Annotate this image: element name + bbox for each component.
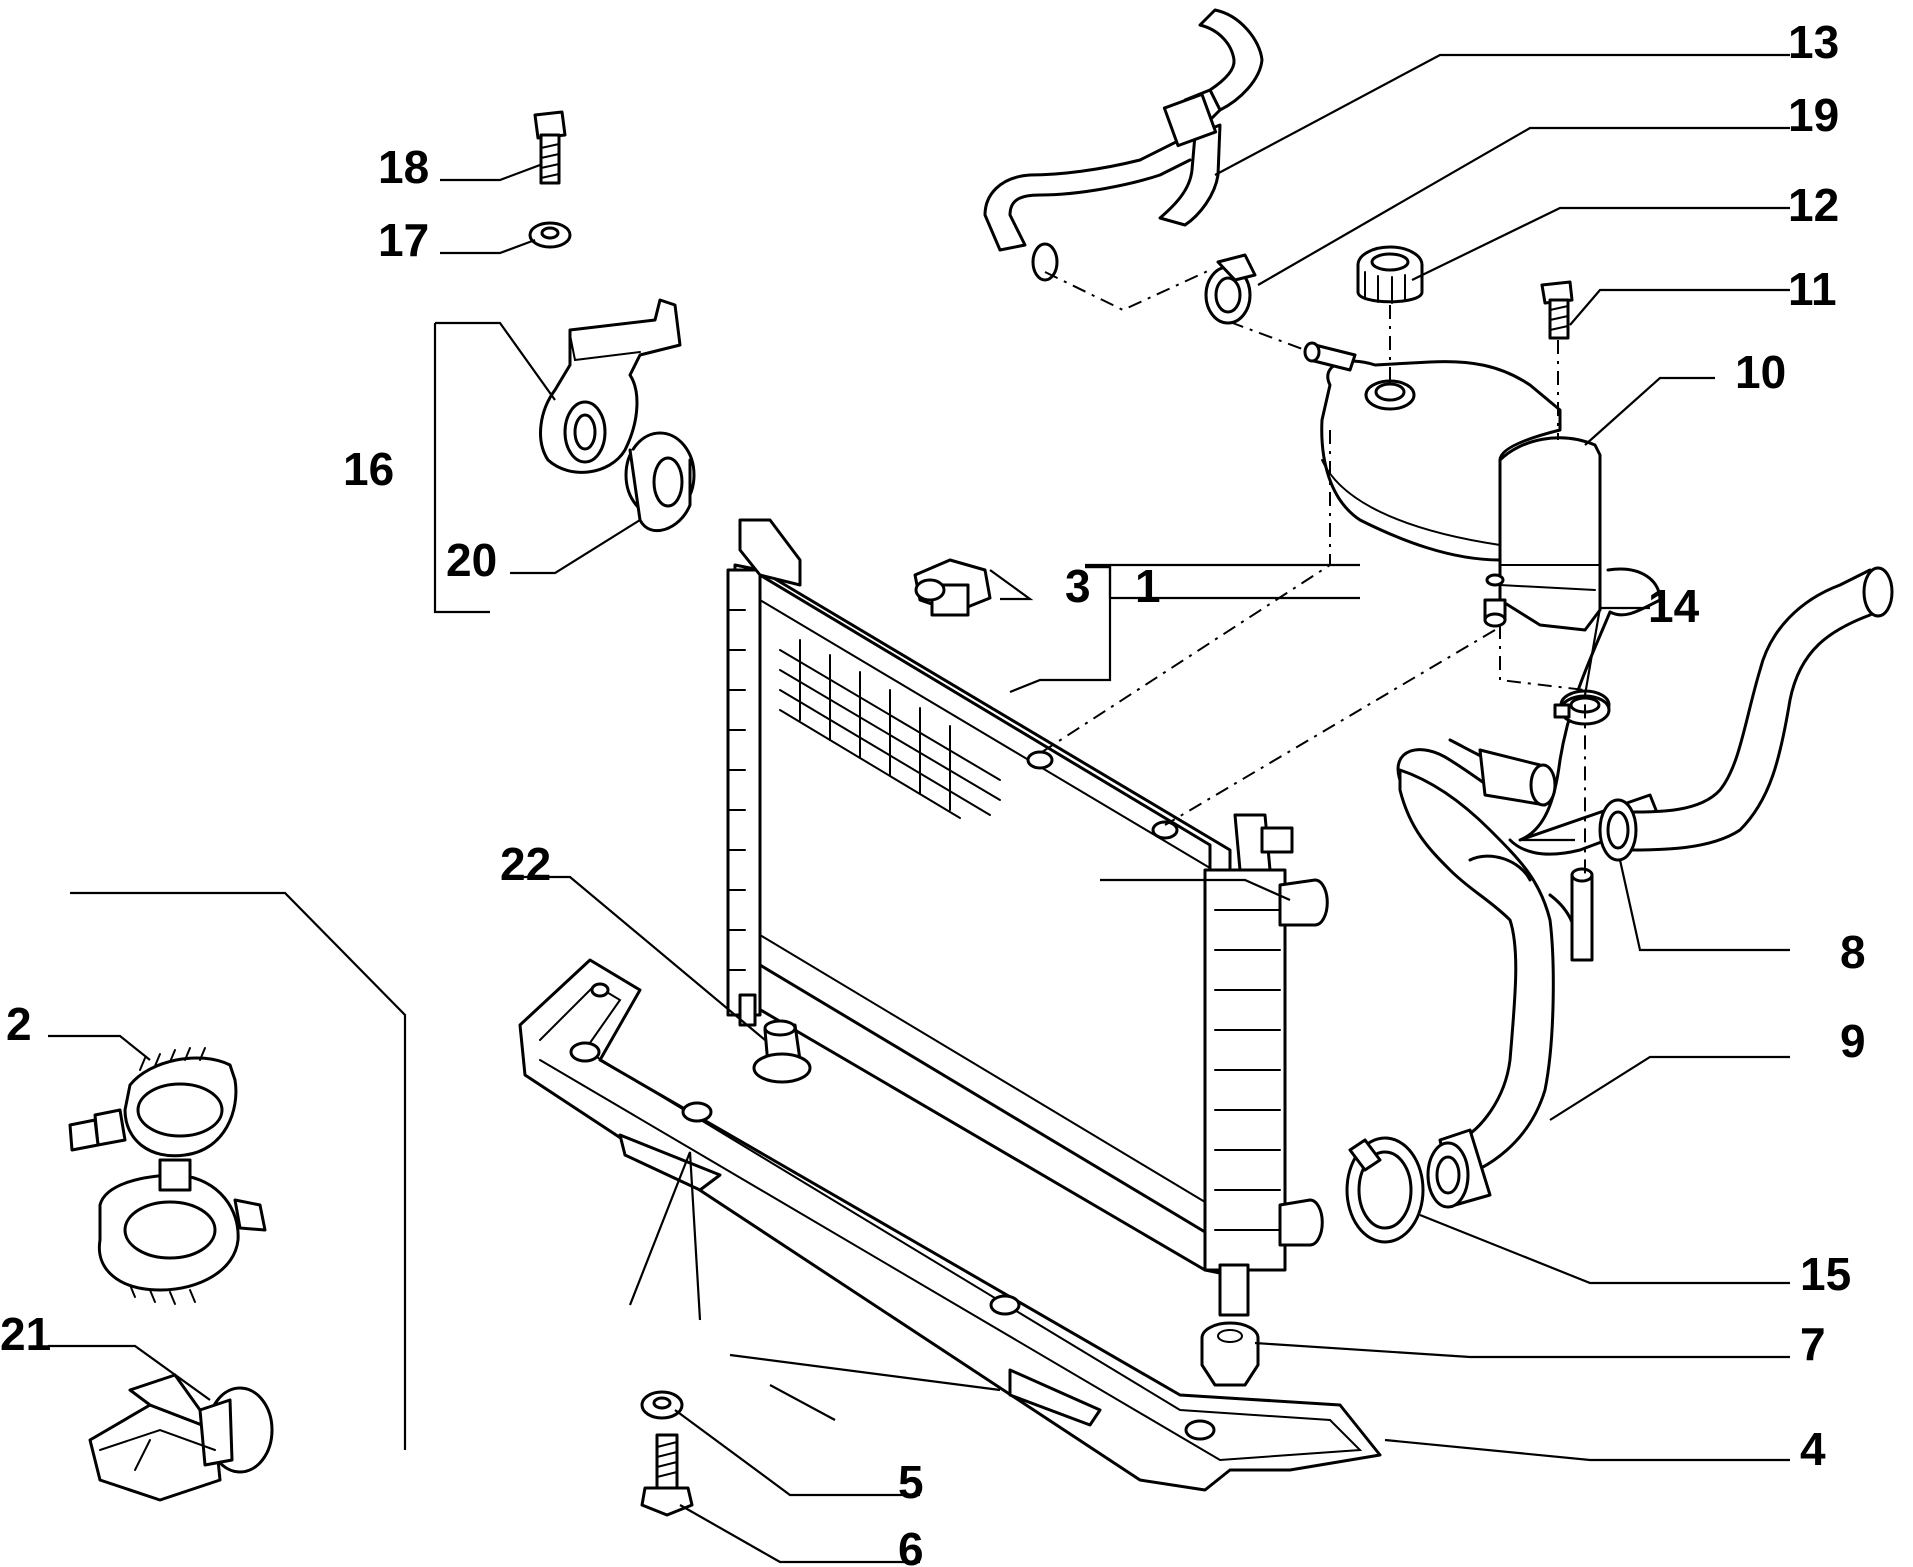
callout-18: 18 bbox=[378, 141, 429, 193]
callout-5: 5 bbox=[898, 1456, 924, 1508]
pipe-clip-2 bbox=[68, 1047, 267, 1305]
filler-cap-12 bbox=[1356, 245, 1424, 304]
callout-14: 14 bbox=[1648, 580, 1700, 632]
callout-3: 3 bbox=[1065, 560, 1091, 612]
callout-21: 21 bbox=[0, 1308, 51, 1360]
callout-leader-lines bbox=[48, 53, 1790, 1564]
callout-labels: 13 19 12 11 10 14 8 9 15 7 4 3 1 18 17 1… bbox=[0, 16, 1866, 1567]
callout-4: 4 bbox=[1800, 1423, 1826, 1475]
callout-17: 17 bbox=[378, 214, 429, 266]
callout-11: 11 bbox=[1788, 263, 1837, 315]
expansion-tank bbox=[1303, 341, 1602, 632]
pipe-clip-21 bbox=[88, 1373, 274, 1502]
callout-12: 12 bbox=[1788, 179, 1839, 231]
vent-hose-13 bbox=[983, 8, 1264, 282]
callout-22: 22 bbox=[500, 838, 551, 890]
radiator-bracket-16 bbox=[539, 298, 682, 474]
screw-11 bbox=[1540, 280, 1574, 340]
callout-20: 20 bbox=[446, 534, 497, 586]
hose-clamp-19 bbox=[1204, 253, 1257, 325]
washer-17 bbox=[528, 221, 572, 249]
temperature-sensor bbox=[913, 558, 992, 617]
callout-13: 13 bbox=[1788, 16, 1839, 68]
callout-7: 7 bbox=[1800, 1318, 1826, 1370]
callout-10: 10 bbox=[1735, 346, 1786, 398]
rubber-mount-7 bbox=[1200, 1321, 1260, 1387]
radiator bbox=[726, 518, 1329, 1317]
callout-2: 2 bbox=[6, 998, 32, 1050]
bolt-18 bbox=[533, 110, 567, 185]
callout-9: 9 bbox=[1840, 1015, 1866, 1067]
callout-1: 1 bbox=[1135, 560, 1161, 612]
drain-plug-22 bbox=[752, 1019, 812, 1084]
washer-5 bbox=[640, 1390, 684, 1420]
callout-16: 16 bbox=[343, 443, 394, 495]
separator-line bbox=[70, 891, 407, 1450]
rubber-bush-20 bbox=[624, 431, 696, 533]
callout-6: 6 bbox=[898, 1523, 924, 1567]
callout-19: 19 bbox=[1788, 89, 1839, 141]
bolt-6 bbox=[640, 1433, 694, 1517]
callout-15: 15 bbox=[1800, 1248, 1851, 1300]
hose-clamp-15 bbox=[1345, 1136, 1425, 1244]
callout-8: 8 bbox=[1840, 926, 1866, 978]
lower-crossmember bbox=[518, 958, 1382, 1492]
lower-hose-9 bbox=[1396, 738, 1594, 1209]
